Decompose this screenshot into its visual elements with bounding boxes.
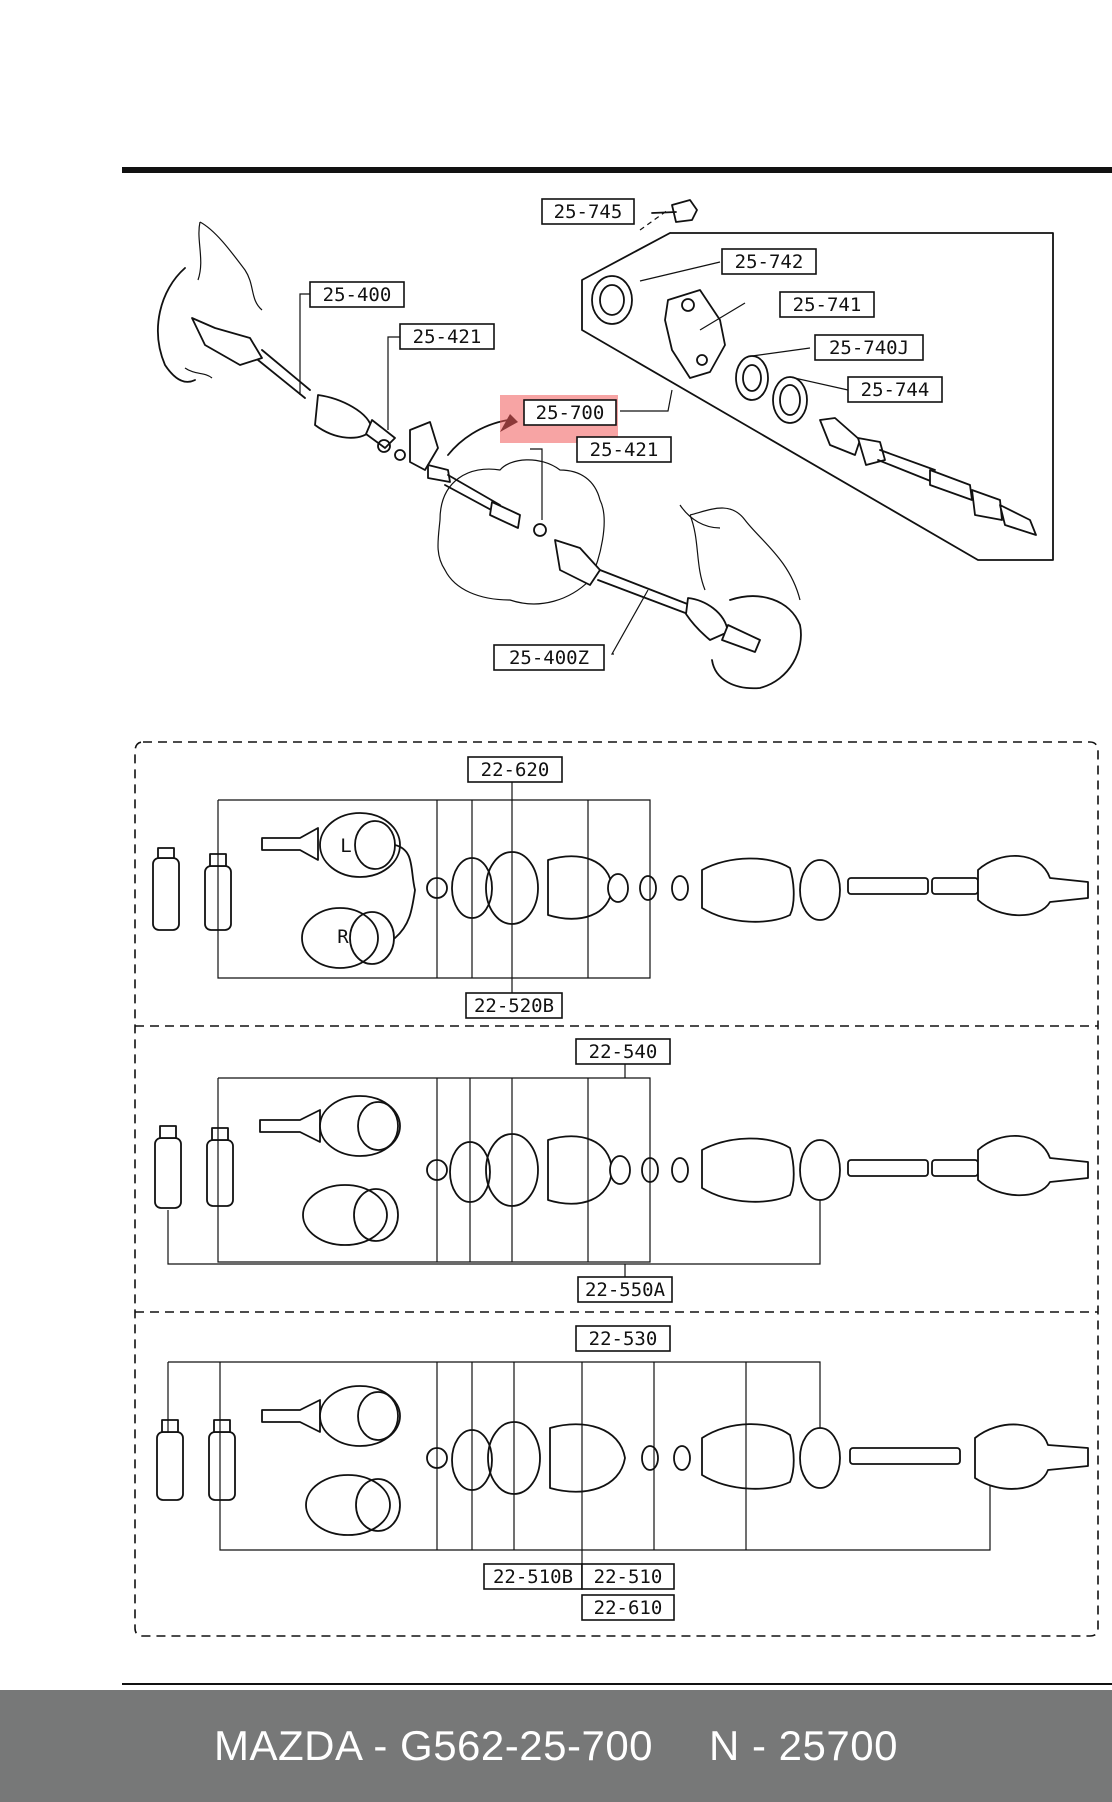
svg-text:25-742: 25-742	[735, 251, 804, 273]
top-assembly	[157, 199, 1054, 690]
footer-bar: MAZDA - G562-25-700 N - 25700	[0, 1690, 1112, 1802]
label-25-421-bottom: 25-421	[576, 436, 672, 463]
label-22-520B: 22-520B	[465, 992, 563, 1019]
label-25-700: 25-700	[523, 399, 617, 426]
row-1-exploded	[152, 780, 1089, 998]
label-22-550A: 22-550A	[577, 1276, 673, 1303]
row-3-exploded	[156, 1361, 1089, 1578]
svg-text:25-741: 25-741	[793, 294, 862, 316]
parts-diagram: 25-745 25-742 25-741 25-740J 25-744 25-4…	[122, 167, 1112, 1685]
svg-text:25-744: 25-744	[861, 379, 930, 401]
svg-text:25-740J: 25-740J	[829, 337, 909, 359]
svg-text:22-510B: 22-510B	[493, 1566, 573, 1588]
label-22-510B: 22-510B	[483, 1563, 583, 1590]
label-25-745: 25-745	[541, 198, 635, 225]
label-22-510: 22-510	[581, 1563, 675, 1590]
label-22-540: 22-540	[575, 1038, 671, 1065]
svg-text:22-510: 22-510	[594, 1566, 663, 1588]
svg-text:22-520B: 22-520B	[474, 995, 554, 1017]
label-25-741: 25-741	[779, 291, 875, 318]
label-25-742: 25-742	[721, 248, 817, 275]
svg-text:22-550A: 22-550A	[585, 1279, 666, 1301]
label-25-744: 25-744	[847, 376, 943, 403]
svg-text:25-421: 25-421	[590, 439, 659, 461]
svg-text:22-540: 22-540	[589, 1041, 658, 1063]
letter-R: R	[337, 926, 349, 948]
label-25-400Z: 25-400Z	[493, 644, 605, 671]
svg-text:22-620: 22-620	[481, 759, 550, 781]
row-2-exploded	[154, 1060, 1089, 1278]
svg-text:25-400: 25-400	[323, 284, 392, 306]
svg-text:25-421: 25-421	[413, 326, 482, 348]
svg-text:22-610: 22-610	[594, 1597, 663, 1619]
label-25-400: 25-400	[309, 281, 405, 308]
brand-part-number: MAZDA - G562-25-700	[214, 1722, 654, 1769]
svg-text:25-745: 25-745	[554, 201, 623, 223]
label-25-421-top: 25-421	[399, 323, 495, 350]
svg-text:25-400Z: 25-400Z	[509, 647, 589, 669]
label-22-610: 22-610	[581, 1594, 675, 1621]
label-25-740J: 25-740J	[814, 334, 924, 361]
alt-part-number: N - 25700	[709, 1722, 898, 1769]
label-22-530: 22-530	[575, 1325, 671, 1352]
label-22-620: 22-620	[467, 756, 563, 783]
svg-text:22-530: 22-530	[589, 1328, 658, 1350]
letter-L: L	[340, 835, 351, 857]
svg-text:25-700: 25-700	[536, 402, 605, 424]
